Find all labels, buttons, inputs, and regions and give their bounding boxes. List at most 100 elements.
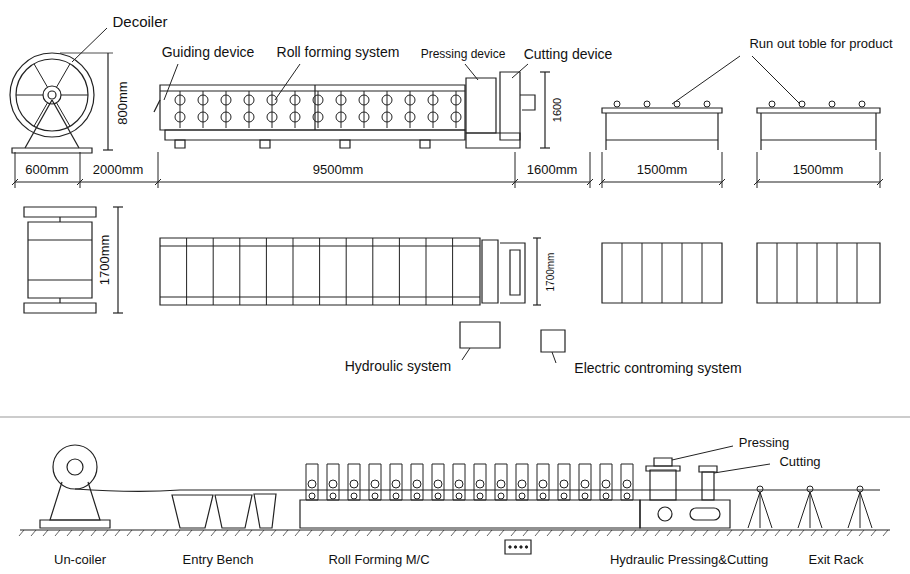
drawing-stroke xyxy=(451,95,461,105)
repeated-parts xyxy=(12,64,888,548)
drawing-stroke xyxy=(848,492,860,528)
drawing-stroke xyxy=(267,112,277,122)
drawing-stroke xyxy=(587,179,593,185)
drawing-stroke xyxy=(336,112,346,122)
drawing-stroke xyxy=(642,243,643,303)
drawing-stroke xyxy=(859,530,864,536)
drawing-stroke xyxy=(623,480,631,488)
drawing-stroke xyxy=(330,493,336,499)
drawing-stroke xyxy=(644,101,650,107)
drawing-stroke xyxy=(103,149,113,150)
drawing-stroke xyxy=(754,179,760,185)
drawing-stroke xyxy=(113,312,123,313)
station-label: Exit Rack xyxy=(809,553,864,567)
drawing-stroke xyxy=(382,95,392,105)
drawing-stroke xyxy=(544,72,545,148)
drawing-stroke xyxy=(699,466,717,472)
drawing-stroke xyxy=(455,480,463,488)
drawing-stroke xyxy=(679,530,684,536)
drawing-stroke xyxy=(769,101,775,107)
drawing-stroke xyxy=(175,140,185,148)
drawing-stroke xyxy=(690,508,720,520)
drawing-stroke xyxy=(540,71,550,72)
drawing-stroke xyxy=(460,322,500,348)
drawing-stroke xyxy=(215,495,252,528)
drawing-stroke xyxy=(533,237,541,238)
drawing-stroke xyxy=(571,530,576,536)
drawing-stroke xyxy=(266,238,267,305)
drawing-stroke xyxy=(466,133,520,148)
drawing-stroke xyxy=(847,530,852,536)
drawing-stroke xyxy=(28,279,92,280)
drawing-stroke xyxy=(602,108,722,113)
drawing-stroke xyxy=(329,480,337,488)
drawing-stroke xyxy=(198,112,208,122)
drawing-stroke xyxy=(514,546,516,548)
drawing-stroke xyxy=(314,85,315,130)
drawing-stroke xyxy=(77,179,83,185)
drawing-stroke xyxy=(510,250,520,295)
drawing-stroke xyxy=(160,85,465,130)
drawing-stroke xyxy=(107,53,108,150)
drawing-stroke xyxy=(16,59,88,131)
drawing-stroke xyxy=(55,530,60,536)
drawing-stroke xyxy=(313,112,323,122)
drawing-stroke xyxy=(336,95,346,105)
drawing-stroke xyxy=(583,530,588,536)
drawing-stroke xyxy=(561,493,567,499)
drawing-stroke xyxy=(420,140,430,148)
drawing-stroke xyxy=(518,480,526,488)
drawing-stroke xyxy=(331,530,336,536)
drawing-stroke xyxy=(435,493,441,499)
drawing-stroke xyxy=(40,520,110,528)
drawing-stroke xyxy=(293,238,294,305)
drawing-stroke xyxy=(115,530,120,536)
drawing-stroke xyxy=(662,243,663,303)
drawing-stroke xyxy=(91,530,96,536)
drawing-stroke xyxy=(319,530,324,536)
station-label: Un-coiler xyxy=(54,553,106,567)
drawing-stroke xyxy=(536,238,537,305)
drawing-stroke xyxy=(165,130,465,140)
drawing-stroke xyxy=(308,480,316,488)
drawing-stroke xyxy=(621,464,633,500)
drawing-stroke xyxy=(367,530,372,536)
drawing-stroke xyxy=(619,530,624,536)
drawing-stroke xyxy=(151,530,156,536)
drawing-stroke xyxy=(432,464,444,500)
drawing-stroke xyxy=(72,28,107,62)
drawing-stroke xyxy=(103,530,108,536)
drawing-stroke xyxy=(456,493,462,499)
drawing-stroke xyxy=(382,112,392,122)
drawing-stroke xyxy=(235,530,240,536)
drawing-stroke xyxy=(172,495,213,528)
drawing-stroke xyxy=(600,464,612,500)
drawing-stroke xyxy=(306,464,318,500)
drawing-stroke xyxy=(715,530,720,536)
drawing-stroke xyxy=(372,238,373,305)
drawing-stroke xyxy=(810,492,822,528)
drawing-stroke xyxy=(244,112,254,122)
part-label: Guiding device xyxy=(162,45,255,60)
drawing-stroke xyxy=(798,492,810,528)
drawing-stroke xyxy=(650,470,676,500)
part-label: Cutting device xyxy=(524,47,613,62)
drawing-stroke xyxy=(667,530,672,536)
drawing-stroke xyxy=(254,494,276,528)
drawing-stroke xyxy=(482,240,498,303)
drawing-stroke xyxy=(439,530,444,536)
drawing-stroke xyxy=(763,530,768,536)
drawing-stroke xyxy=(703,530,708,536)
drawing-stroke xyxy=(525,546,527,548)
drawing-stroke xyxy=(221,112,231,122)
drawing-stroke xyxy=(155,179,161,185)
drawing-stroke xyxy=(519,493,525,499)
dimension-label: 9500mm xyxy=(313,163,364,177)
drawing-stroke xyxy=(672,446,733,460)
drawing-stroke xyxy=(581,480,589,488)
drawing-stroke xyxy=(198,95,208,105)
drawing-stroke xyxy=(476,480,484,488)
drawing-stroke xyxy=(702,472,714,500)
station-label: Roll Forming M/C xyxy=(328,553,429,567)
